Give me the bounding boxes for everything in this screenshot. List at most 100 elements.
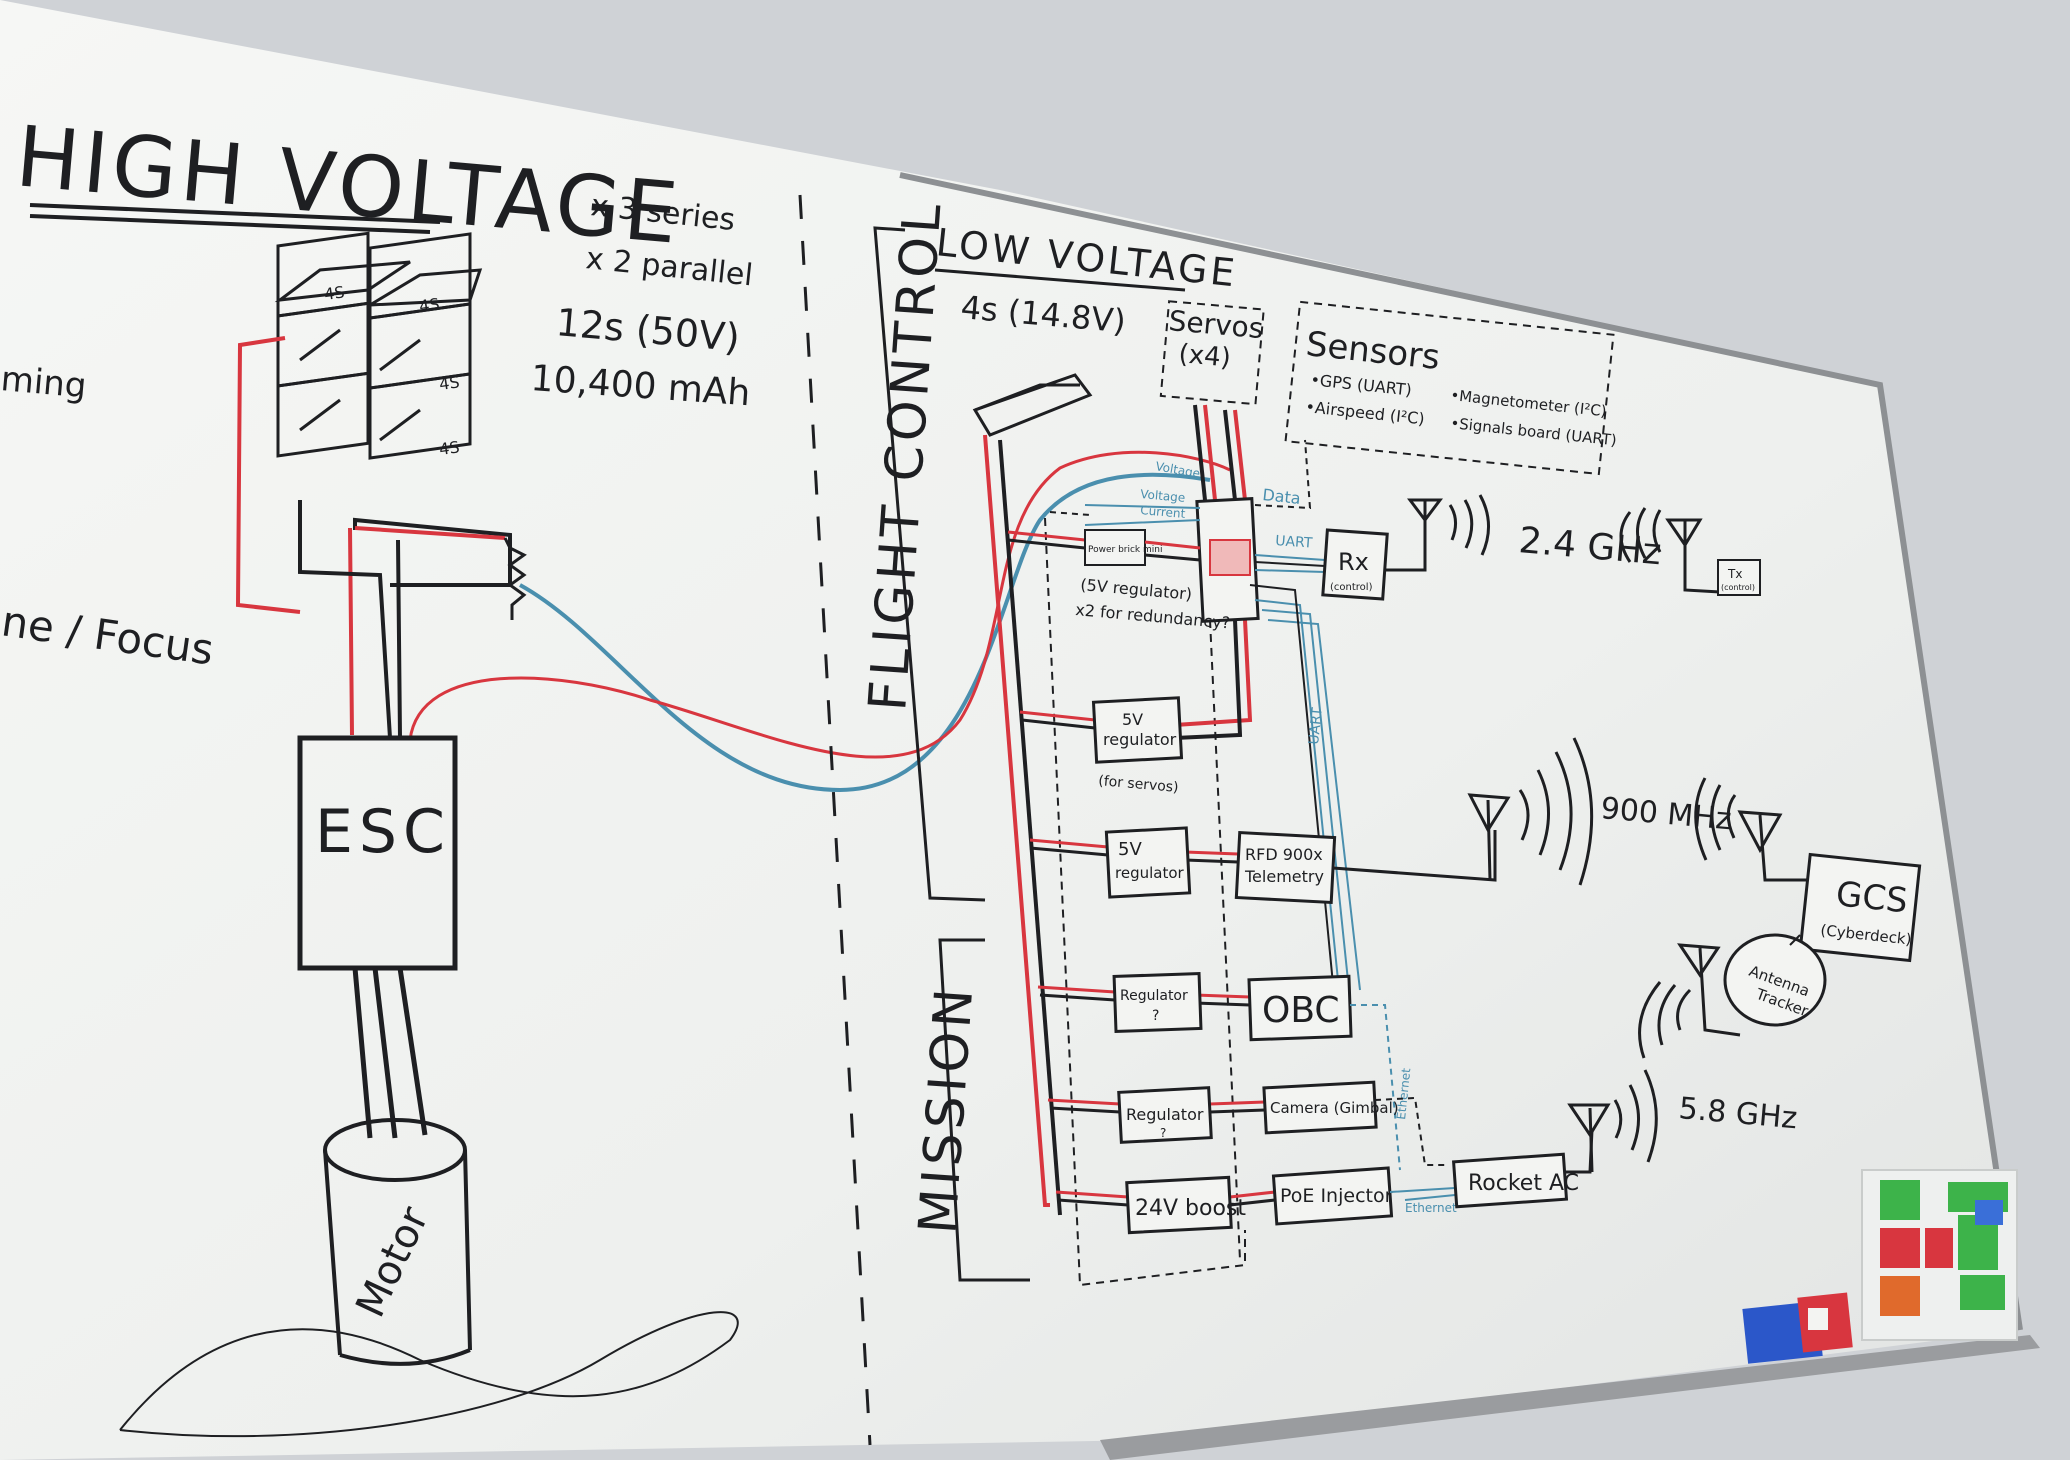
poe-label: PoE Injector (1280, 1185, 1393, 1207)
resistor-icon (503, 537, 527, 620)
gcs-antenna-icon (1737, 810, 1818, 882)
reg-5v-box (1104, 826, 1192, 899)
whiteboard-frame (899, 172, 2023, 1331)
reg-5v-servos-label: regulator (1103, 730, 1177, 749)
rfd-label: RFD 900x (1245, 845, 1323, 864)
boost-box (1125, 1175, 1233, 1235)
hv-red-wire (235, 336, 354, 736)
low-voltage-section: LOW VOLTAGE 4s (14.8V) Servos (x4) Senso… (934, 220, 1922, 1287)
hv-black-wire (298, 500, 512, 739)
rx-antenna-line (1385, 520, 1427, 572)
hv-red-wire-2 (354, 526, 506, 540)
data-line-dashed (1254, 439, 1312, 510)
servos-box (1159, 300, 1265, 406)
wire-label-uart: UART (1275, 533, 1314, 552)
boost-label: 24V boost (1135, 1196, 1246, 1221)
gcs-box (1798, 852, 1922, 963)
flight-controller-chip (1209, 539, 1251, 576)
regulator-group-dashed (1044, 517, 1246, 1287)
wire-label-uart: UART (1306, 706, 1326, 745)
marker-tray (1100, 1335, 2040, 1460)
regulator-2-sublabel: ? (1160, 1126, 1166, 1140)
battery-cell-label: 4S (418, 294, 441, 316)
rfd-antenna-line (1332, 830, 1497, 882)
low-voltage-underline (934, 268, 1186, 292)
wire-label-ethernet: Ethernet (1394, 1067, 1413, 1120)
tx-sublabel: (control) (1721, 583, 1755, 592)
gcs-signal-waves (1694, 777, 1737, 861)
camera-label: Camera (Gimbal) (1270, 1099, 1399, 1117)
red-signal-wire (408, 450, 1231, 759)
servo-red-wire (1174, 404, 1253, 727)
regulator-2-label: Regulator (1126, 1105, 1204, 1124)
motor-drawing (323, 1118, 472, 1366)
power-brick-box (1084, 529, 1146, 566)
left-partial-text-1: ming (0, 359, 88, 406)
antenna-tracker-circle (1723, 933, 1827, 1027)
power-brick-black-lines (1144, 553, 1201, 562)
title-underline (29, 203, 441, 234)
lv-battery (972, 373, 1093, 437)
rx-box (1321, 528, 1389, 601)
branch-wires (1007, 530, 1276, 1207)
gcs-tracker-link (1789, 934, 1801, 946)
pixel-art-magnets (1742, 1169, 2018, 1364)
rocket-antenna-icon (1567, 1103, 1611, 1173)
tracker-signal-waves (1638, 981, 1692, 1059)
reg-5v-label: 5V (1118, 839, 1142, 860)
battery-cell-label: 4S (438, 437, 461, 459)
rocket-signal-waves (1613, 1069, 1658, 1163)
reg-group-dashed-inner (1209, 619, 1241, 1261)
tx-box (1717, 559, 1761, 596)
esc-motor-wires (352, 967, 428, 1139)
rocket-ac-box (1451, 1152, 1569, 1209)
servo-black-wire (1174, 404, 1243, 740)
esc-label: ESC (315, 797, 451, 867)
dashed-sense-lines (1049, 511, 1091, 516)
blue-signal-wire (519, 472, 1211, 793)
rx-link-lines (1254, 554, 1326, 573)
poe-ethernet-line (1389, 1187, 1456, 1201)
reg-5v-servos-box (1091, 696, 1184, 764)
gcs-label: GCS (1834, 874, 1909, 921)
rx-antenna-icon (1407, 498, 1443, 535)
rx-signal-waves (1448, 494, 1491, 556)
regulator-q-box (1112, 971, 1203, 1034)
poe-injector-box (1271, 1166, 1394, 1226)
servos-label: Servos (1167, 304, 1264, 345)
mission-bracket (938, 938, 1030, 1282)
rx-sublabel: (control) (1330, 582, 1373, 593)
blue-sense-lines (1084, 504, 1201, 526)
reg-5v-servos-note: (for servos) (1098, 773, 1180, 796)
rx-link-black (1254, 561, 1326, 567)
wire-label-voltage: Voltage (1140, 487, 1186, 505)
tracker-antenna-icon (1677, 943, 1741, 1037)
power-brick-label: Power brick mini (1088, 545, 1162, 555)
sensors-box (1284, 300, 1615, 476)
flight-control-bracket (873, 226, 986, 902)
tx-antenna-icon (1665, 518, 1721, 594)
battery-cell-label: 4S (323, 282, 346, 304)
rocket-ac-label: Rocket AC (1468, 1171, 1579, 1196)
reg-5v-label: regulator (1115, 864, 1185, 882)
battery-cell-label: 4S (438, 372, 461, 394)
camera-gimbal-box (1262, 1080, 1378, 1135)
obc-ethernet-dashed (1350, 1004, 1401, 1171)
propeller-sketch (119, 1311, 739, 1438)
lv-red-rail (983, 434, 1050, 1207)
obc-label: OBC (1262, 990, 1340, 1031)
tx-label: Tx (1727, 567, 1742, 581)
rfd-telemetry-box (1234, 831, 1337, 905)
rx-label: Rx (1338, 548, 1369, 576)
rfd-antenna-icon (1467, 793, 1511, 881)
reg-5v-servos-label: 5V (1122, 710, 1143, 729)
tx-signal-waves (1619, 507, 1662, 563)
servos-count: (x4) (1177, 339, 1232, 373)
whiteboard-surface (0, 0, 2020, 1460)
regulator-q-label: ? (1152, 1008, 1159, 1024)
obc-box (1247, 974, 1353, 1042)
lv-black-rail (998, 439, 1062, 1216)
rfd-signal-waves (1518, 737, 1594, 886)
regulator-q-label: Regulator (1120, 988, 1188, 1004)
wire-label-ethernet: Ethernet (1405, 1201, 1457, 1215)
